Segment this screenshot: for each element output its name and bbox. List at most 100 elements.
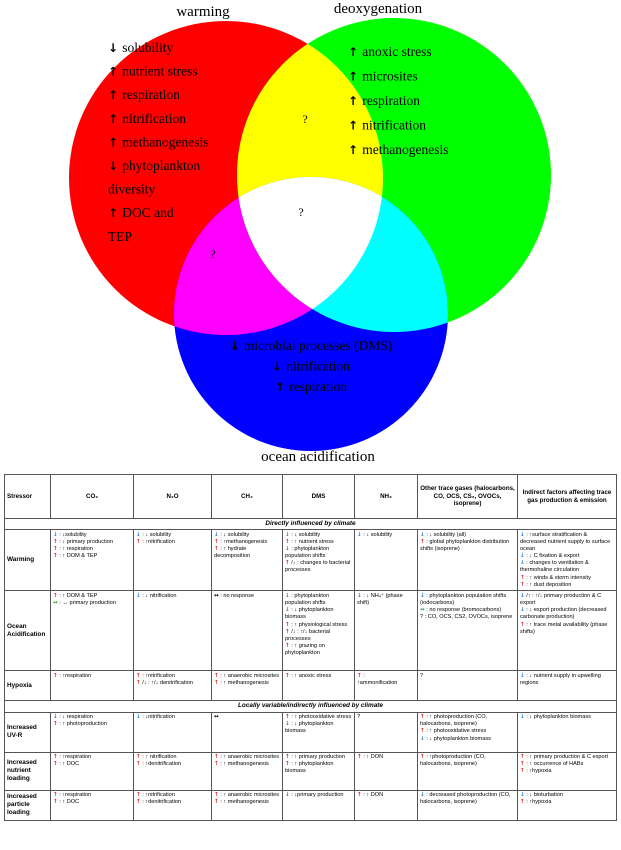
cell-ch4: ↓ : ↓ solubility↑ : ↑methanogenesis↑ : ↑… xyxy=(211,529,283,592)
effect-entry: ↑ : ↑nitrification xyxy=(136,672,175,679)
effect-entry: ↓ : ↓ solubility xyxy=(136,531,172,538)
up-arrow-icon: ↑ xyxy=(53,592,58,599)
down-arrow-icon: ↓ xyxy=(285,721,290,728)
up-arrow-icon: ↑ xyxy=(357,792,362,799)
effect-entry: ↓ : ↑surface stratification & decreased … xyxy=(520,531,611,552)
acidification-effects: ↓ microbial processes (DMS)↓ nitrificati… xyxy=(230,338,393,394)
cell-indirect-factors: ↓ : ↓ nutrient supply in upwelling regio… xyxy=(517,670,617,702)
effect-entry: ↓ : ↓ nutrient supply in upwelling regio… xyxy=(520,672,601,687)
effect-entry: ↑ : ↑ photoproduction xyxy=(53,721,107,728)
effect-entry: ↑ : ↑ anaerobic microsites xyxy=(214,672,279,679)
up-arrow-icon: ↑ xyxy=(285,761,290,768)
effect-entry: ↑ : ↑ phytoplankton biomass xyxy=(285,761,334,775)
effect-label: nitrification xyxy=(362,118,426,133)
effect-entry: ↑ : xyxy=(357,672,365,679)
header-stressor: Stressor xyxy=(4,474,51,519)
warming-effect: ↑ respiration xyxy=(108,87,180,102)
effect-entry: ↑ : ↑ methanogenesis xyxy=(214,761,269,768)
cell-co2: ↑ : ↑ DOM & TEP↔ : ↔ primary production xyxy=(50,590,134,672)
cell-dms: ↓ : ↓primary production xyxy=(282,789,355,821)
effect-entry: ↓ : ↓ nitrification xyxy=(136,592,177,599)
header-co2: CO₂ xyxy=(50,474,134,519)
effect-entry: ↑ : ↑ primary production xyxy=(285,754,346,761)
down-arrow-icon: ↓ xyxy=(520,553,525,560)
up-arrow-icon: ↑ xyxy=(285,560,290,567)
down-arrow-icon: ↓ xyxy=(420,531,425,538)
down-arrow-icon: ↓ xyxy=(285,531,290,538)
effect-entry: ↓ : ↓ export production (decreased carbo… xyxy=(520,607,607,621)
up-arrow-icon: ↑ xyxy=(520,754,525,761)
warming-effect: diversity xyxy=(108,182,155,197)
effect-entry: ↑ : ↑ anoxic stress xyxy=(285,672,332,679)
section-label: Locally variable/indirectly influenced b… xyxy=(4,700,617,713)
up-arrow-icon: ↑ xyxy=(348,94,362,108)
down-arrow-icon: ↓ xyxy=(520,792,525,799)
effect-entry: ↑ : ↑ DOC xyxy=(53,761,80,768)
down-arrow-icon: ↓ xyxy=(285,792,290,799)
up-arrow-icon: ↑ xyxy=(136,680,141,687)
unknown-triple: ? xyxy=(298,205,303,219)
up-arrow-icon: ↑ xyxy=(420,728,425,735)
down-arrow-icon: ↓ xyxy=(520,560,525,567)
effect-entry: ↑ : ↑ DON xyxy=(357,792,384,799)
warming-title: warming xyxy=(176,4,230,20)
effect-label: DOC and xyxy=(122,205,174,220)
effect-entry: ? : CO, OCS, CS2, OVOCs, isoprene xyxy=(420,614,513,621)
down-arrow-icon: ↓ xyxy=(357,531,362,538)
effect-entry: ↓ : ↓ respiration xyxy=(53,714,93,721)
effect-label: diversity xyxy=(108,182,155,197)
effect-entry: ↑ammonification xyxy=(357,680,398,687)
deoxygenation-effects: ↑ anoxic stress↑ microsites↑ respiration… xyxy=(348,44,448,157)
effect-entry: ↔ xyxy=(214,714,280,721)
up-arrow-icon: ↑ xyxy=(348,45,362,59)
effect-entry: ↑ : ↑ dust deposition xyxy=(520,581,572,588)
down-arrow-icon: ↓ xyxy=(285,546,290,552)
effect-entry: ↔ : no response (bromocarbons) xyxy=(420,607,502,614)
cell-nh3: ? xyxy=(354,711,418,753)
effect-entry: ↑ : ↑ nutrient stress xyxy=(285,538,334,545)
header-nh3: NH₃ xyxy=(354,474,418,519)
cell-other-trace-gases: ↓ : ↓ solubility (all)↑ : global phytopl… xyxy=(417,529,518,592)
warming-effects: ↓ solubility↑ nutrient stress↑ respirati… xyxy=(108,40,208,244)
effect-entry: ↓ : ↓ solubility xyxy=(357,531,393,538)
up-arrow-icon: ↑ xyxy=(520,581,525,588)
cell-nh3: ↑ : ↑ DON xyxy=(354,751,418,791)
cell-nh3: ↑ : ↑ DON xyxy=(354,789,418,821)
down-arrow-icon: ↓ xyxy=(520,714,525,721)
venn-diagram: warming deoxygenation ocean acidificatio… xyxy=(69,1,551,465)
up-arrow-icon: ↑ xyxy=(357,672,362,679)
up-arrow-icon: ↑ xyxy=(136,754,141,761)
down-arrow-icon: ↓ xyxy=(214,531,219,538)
up-arrow-icon: ↑ xyxy=(136,799,141,806)
double-arrow-icon: ↔ xyxy=(214,592,219,599)
down-arrow-icon: ↓ xyxy=(272,360,286,374)
cell-dms: ↓ : phytoplankton population shifts↓ : ↓… xyxy=(282,590,355,672)
effect-entry: ↑ : ↑ DON xyxy=(357,754,384,761)
cell-indirect-factors: ↓ : ↓ bioturbation↑ : ↑hypoxia xyxy=(517,789,617,821)
stressor-cell: Increased particle loading xyxy=(4,789,51,821)
deox-effect: ↑ anoxic stress xyxy=(348,44,432,59)
up-arrow-icon: ↑ xyxy=(285,628,290,635)
down-arrow-icon: ↓ xyxy=(108,159,122,173)
cell-n2o: ↑ : ↑nitrification↑ /↓ : ↑/↓ denitrifica… xyxy=(133,670,212,702)
effect-entry: ↑ : ↑respiration xyxy=(53,792,92,799)
effect-entry: ↑ : ↑ DOM & TEP xyxy=(53,553,98,560)
effect-entry: ↓ /↑ : ↑/↓ primary production & C export xyxy=(520,592,602,607)
effect-label: TEP xyxy=(108,229,132,244)
cell-other-trace-gases: ? xyxy=(417,670,518,702)
stressor-cell: Increased UV-R xyxy=(4,711,51,753)
table-header-row: Stressor CO₂ N₂O CH₄ DMS NH₃ Other trace… xyxy=(4,474,617,519)
cell-co2: ↑ : ↑respiration xyxy=(50,670,134,702)
cell-n2o: ↓ : ↓nitrification xyxy=(133,711,212,753)
effect-entry: ↑ : ↓ primary production xyxy=(53,538,114,545)
cell-dms: ↑ : ↑ primary production↑ : ↑ phytoplank… xyxy=(282,751,355,791)
table-row: Increased nutrient loading↑ : ↑respirati… xyxy=(4,751,617,791)
effect-entry: ↓ : ↓ solubility xyxy=(214,531,250,538)
down-arrow-icon: ↓ xyxy=(53,714,58,721)
down-arrow-icon: ↓ xyxy=(136,714,141,721)
acid-effect: ↑ respiration xyxy=(275,379,347,394)
effect-entry: ↑ : ↑hypoxia xyxy=(520,799,552,806)
up-arrow-icon: ↑ xyxy=(214,799,219,806)
effect-label: phytoplankton xyxy=(122,158,200,173)
effect-entry: ↓ : ↓ C fixation & export xyxy=(520,553,580,560)
